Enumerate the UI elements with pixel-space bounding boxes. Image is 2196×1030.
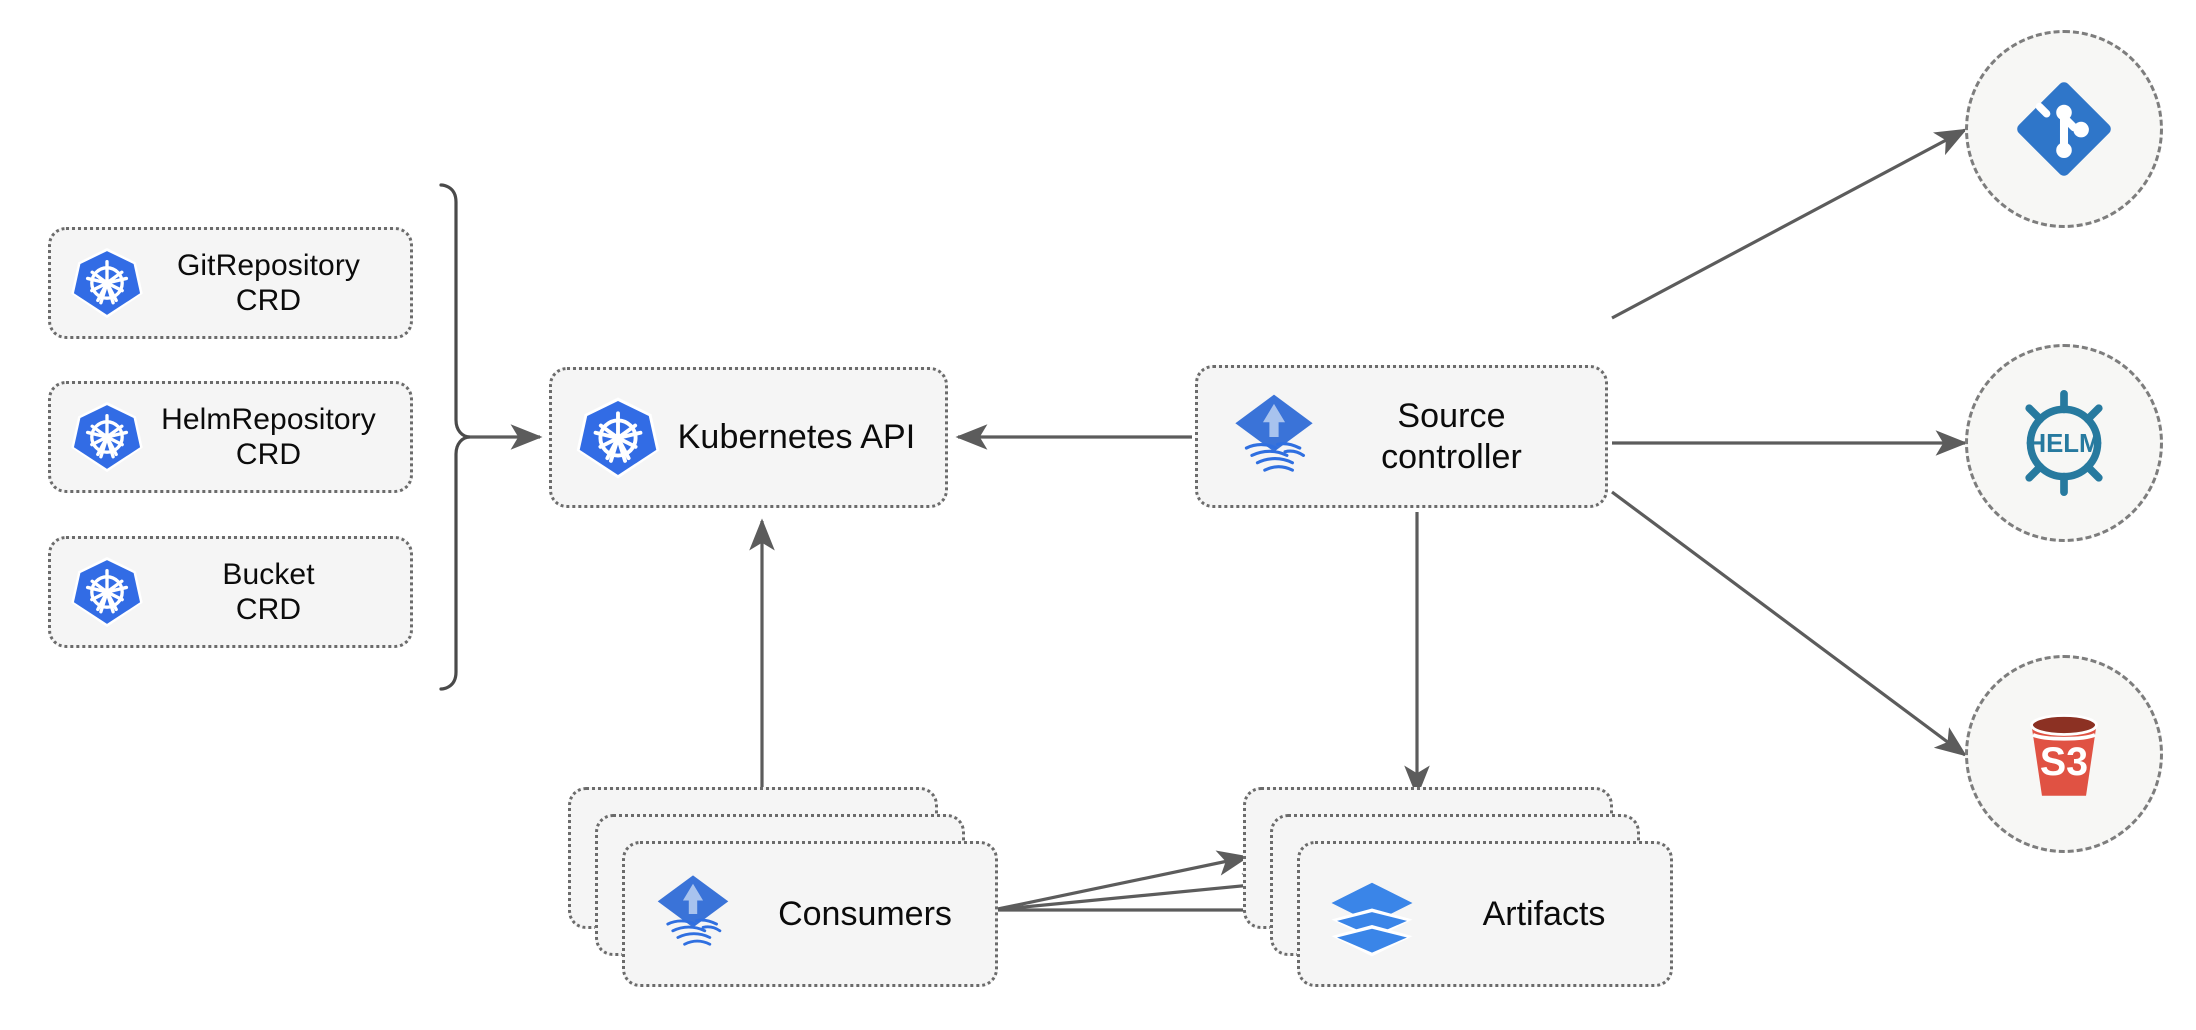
layers-icon [1326, 868, 1418, 960]
source-controller-node[interactable]: Source controller [1195, 365, 1608, 508]
bucket-crd-node[interactable]: Bucket CRD [48, 536, 413, 648]
artifacts-node[interactable]: Artifacts [1297, 841, 1673, 987]
edge-consumers-to-artifacts-2 [992, 873, 1275, 912]
kubernetes-api-label: Kubernetes API [677, 418, 916, 457]
kubernetes-icon [574, 394, 662, 482]
edge-source-controller-to-git [1611, 128, 1968, 320]
git-target-node[interactable] [1965, 30, 2163, 228]
gitrepository-crd-node[interactable]: GitRepository CRD [48, 227, 413, 339]
kubernetes-icon [69, 399, 145, 475]
flux-icon [1228, 391, 1320, 483]
source-controller-label: Source controller [1381, 397, 1522, 476]
edge-consumers-to-artifacts-1 [992, 850, 1250, 912]
kubernetes-icon [69, 245, 145, 321]
kubernetes-api-node[interactable]: Kubernetes API [549, 367, 948, 508]
kubernetes-icon [69, 554, 145, 630]
git-icon [2005, 70, 2123, 188]
edge-source-controller-to-s3 [1611, 490, 1968, 757]
svg-text:S3: S3 [2040, 740, 2088, 784]
artifacts-label: Artifacts [1482, 894, 1606, 933]
flux-icon [651, 872, 735, 956]
s3-icon: S3 [2006, 696, 2122, 812]
crd-label: GitRepository CRD [176, 248, 361, 317]
consumers-stack[interactable]: Consumers [568, 787, 998, 987]
helm-icon: HELM [2004, 383, 2124, 503]
s3-target-node[interactable]: S3 [1965, 655, 2163, 853]
crd-group-brace [439, 183, 471, 691]
consumers-label: Consumers [778, 894, 952, 933]
crd-label: HelmRepository CRD [161, 402, 376, 471]
helmrepository-crd-node[interactable]: HelmRepository CRD [48, 381, 413, 493]
svg-text:HELM: HELM [2027, 430, 2100, 458]
helm-target-node[interactable]: HELM [1965, 344, 2163, 542]
crd-label: Bucket CRD [222, 557, 315, 626]
consumers-node[interactable]: Consumers [622, 841, 998, 987]
artifacts-stack[interactable]: Artifacts [1243, 787, 1673, 987]
